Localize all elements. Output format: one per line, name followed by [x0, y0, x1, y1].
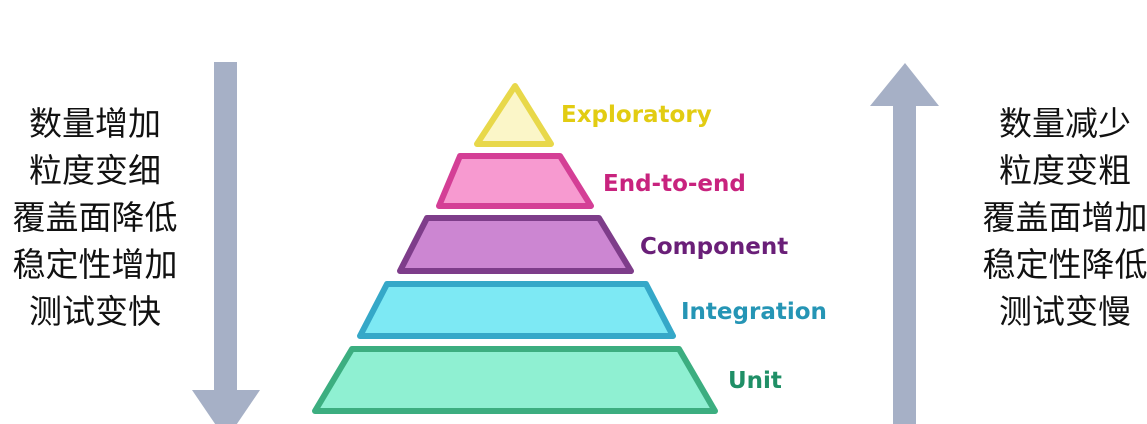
- label-integration: Integration: [681, 299, 827, 325]
- left-item: 粒度变细: [29, 152, 161, 189]
- label-exploratory: Exploratory: [561, 102, 712, 128]
- pyramid-tier-integration: [357, 281, 676, 339]
- pyramid-tier-component: [397, 215, 634, 274]
- label-unit: Unit: [728, 368, 782, 394]
- right-item: 覆盖面增加: [982, 199, 1147, 236]
- left-item: 测试变快: [29, 293, 161, 330]
- down-arrow: [192, 62, 260, 424]
- right-item: 测试变慢: [999, 293, 1131, 330]
- label-end-to-end: End-to-end: [603, 171, 746, 197]
- left-item: 稳定性增加: [12, 246, 178, 283]
- left-item: 覆盖面降低: [12, 199, 178, 236]
- pyramid-tier-exploratory: [474, 83, 554, 147]
- up-arrow: [870, 63, 939, 424]
- left-item: 数量增加: [29, 105, 161, 142]
- right-item: 稳定性降低: [982, 246, 1147, 283]
- right-item: 数量减少: [999, 105, 1131, 142]
- right-item: 粒度变粗: [999, 152, 1131, 189]
- pyramid-tier-unit: [312, 346, 718, 414]
- label-component: Component: [640, 234, 788, 260]
- left-characteristics: 数量增加 粒度变细 覆盖面降低 稳定性增加 测试变快: [0, 100, 195, 335]
- right-characteristics: 数量减少 粒度变粗 覆盖面增加 稳定性降低 测试变慢: [965, 100, 1147, 335]
- pyramid-tier-end-to-end: [436, 153, 594, 209]
